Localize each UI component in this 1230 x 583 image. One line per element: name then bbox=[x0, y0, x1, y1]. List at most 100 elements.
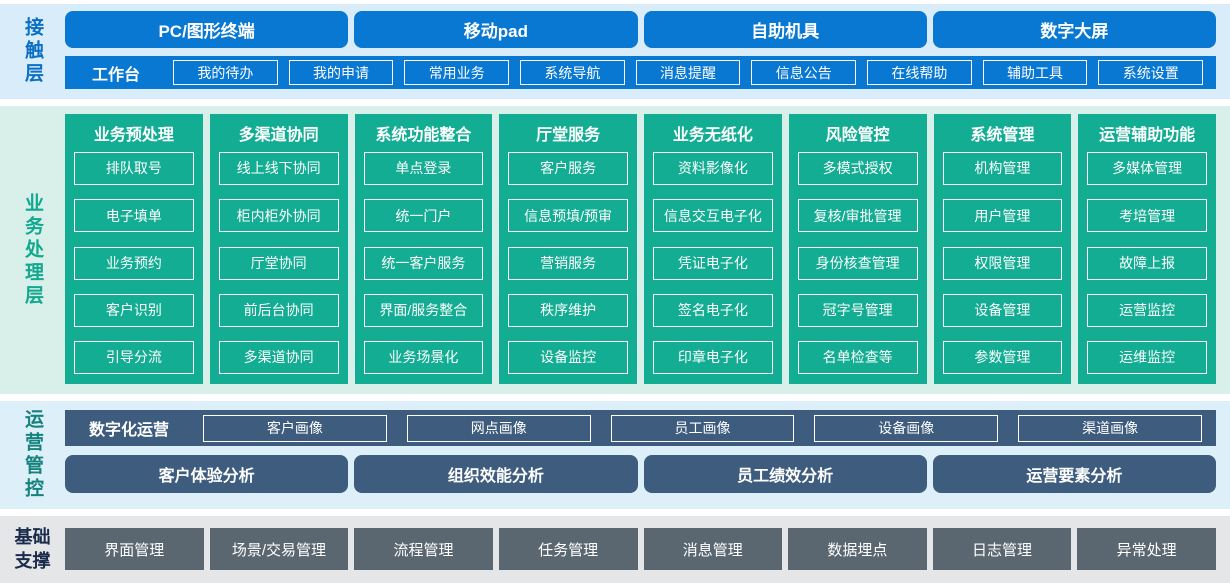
fnd-item-interface-mgmt: 界面管理 bbox=[65, 528, 204, 570]
column-risk-control: 风险管控 多模式授权 复核/审批管理 身份核查管理 冠字号管理 名单检查等 bbox=[788, 114, 927, 384]
biz-item-online-offline-collab: 线上线下协同 bbox=[218, 152, 339, 185]
biz-item-customer-identification: 客户识别 bbox=[74, 293, 194, 327]
terminal-row: PC/图形终端 移动pad 自助机具 数字大屏 bbox=[65, 11, 1216, 48]
digital-operations-label: 数字化运营 bbox=[89, 422, 170, 439]
biz-item-order-maintenance: 秩序维护 bbox=[508, 293, 628, 327]
biz-item-electronic-voucher: 凭证电子化 bbox=[653, 246, 773, 280]
biz-item-multimedia-mgmt: 多媒体管理 bbox=[1087, 152, 1207, 185]
column-title: 业务预处理 bbox=[93, 127, 174, 144]
fnd-item-process-mgmt: 流程管理 bbox=[354, 528, 493, 570]
biz-item-operation-monitoring: 运营监控 bbox=[1087, 293, 1207, 327]
fnd-item-task-mgmt: 任务管理 bbox=[498, 528, 638, 570]
biz-item-guided-diversion: 引导分流 bbox=[74, 341, 194, 374]
biz-item-multichannel-collab: 多渠道协同 bbox=[218, 341, 339, 374]
workbench-item-my-applications: 我的申请 bbox=[288, 60, 394, 85]
column-multichannel-collaboration: 多渠道协同 线上线下协同 柜内柜外协同 厅堂协同 前后台协同 多渠道协同 bbox=[209, 114, 348, 384]
biz-item-maintenance-monitoring: 运维监控 bbox=[1087, 341, 1207, 374]
column-title: 系统管理 bbox=[970, 127, 1035, 144]
contact-layer-section: 接触层 PC/图形终端 移动pad 自助机具 数字大屏 工作台 我的待办 我的申… bbox=[0, 4, 1230, 99]
operations-layer-label-col: 运营管控 bbox=[0, 401, 65, 509]
workbench-item-message-reminder: 消息提醒 bbox=[635, 60, 741, 85]
biz-item-identity-verification: 身份核查管理 bbox=[797, 246, 918, 280]
fnd-item-message-mgmt: 消息管理 bbox=[643, 528, 783, 570]
column-paperless-business: 业务无纸化 资料影像化 信息交互电子化 凭证电子化 签名电子化 印章电子化 bbox=[644, 114, 782, 384]
biz-item-unified-portal: 统一门户 bbox=[363, 199, 484, 233]
workbench-item-online-help: 在线帮助 bbox=[867, 60, 972, 85]
column-lobby-service: 厅堂服务 客户服务 信息预填/预审 营销服务 秩序维护 设备监控 bbox=[499, 114, 637, 384]
fnd-item-exception-handling: 异常处理 bbox=[1077, 528, 1216, 570]
operations-layer-section: 运营管控 数字化运营 客户画像 网点画像 员工画像 设备画像 渠道画像 客户体验… bbox=[0, 401, 1230, 509]
column-operation-auxiliary: 运营辅助功能 多媒体管理 考培管理 故障上报 运营监控 运维监控 bbox=[1078, 114, 1216, 384]
portrait-branch: 网点画像 bbox=[406, 414, 591, 442]
terminal-self-service: 自助机具 bbox=[643, 11, 927, 48]
fnd-item-data-tracking: 数据埋点 bbox=[788, 528, 927, 570]
biz-item-serial-number-mgmt: 冠字号管理 bbox=[797, 293, 918, 327]
terminal-pc: PC/图形终端 bbox=[65, 11, 349, 48]
workbench-item-common-business: 常用业务 bbox=[404, 60, 510, 85]
biz-item-fault-reporting: 故障上报 bbox=[1087, 246, 1207, 280]
analysis-employee-performance: 员工绩效分析 bbox=[643, 455, 927, 493]
biz-item-business-reservation: 业务预约 bbox=[74, 246, 194, 280]
foundation-layer-section: 基础支撑 界面管理 场景/交易管理 流程管理 任务管理 消息管理 数据埋点 日志… bbox=[0, 516, 1230, 583]
foundation-layer-label: 基础支撑 bbox=[14, 527, 51, 571]
contact-layer-label-col: 接触层 bbox=[0, 4, 65, 99]
biz-item-permission-mgmt: 权限管理 bbox=[942, 246, 1063, 280]
workbench-item-system-settings: 系统设置 bbox=[1098, 60, 1204, 85]
biz-item-ui-service-integration: 界面/服务整合 bbox=[363, 293, 484, 327]
biz-item-equipment-mgmt: 设备管理 bbox=[942, 293, 1063, 327]
fnd-item-scenario-transaction-mgmt: 场景/交易管理 bbox=[209, 528, 349, 570]
biz-item-lobby-collab: 厅堂协同 bbox=[218, 246, 339, 280]
fnd-item-log-mgmt: 日志管理 bbox=[932, 528, 1072, 570]
workbench-bar: 工作台 我的待办 我的申请 常用业务 系统导航 消息提醒 信息公告 在线帮助 辅… bbox=[65, 56, 1216, 89]
biz-item-training-mgmt: 考培管理 bbox=[1087, 199, 1207, 233]
column-title: 厅堂服务 bbox=[536, 127, 601, 144]
biz-item-single-sign-on: 单点登录 bbox=[363, 152, 484, 185]
business-layer-label-col: 业务处理层 bbox=[0, 106, 65, 394]
workbench-item-auxiliary-tools: 辅助工具 bbox=[982, 60, 1088, 85]
biz-item-counter-collab: 柜内柜外协同 bbox=[218, 199, 339, 233]
analysis-operation-elements: 运营要素分析 bbox=[932, 455, 1216, 493]
business-layer-section: 业务处理层 业务预处理 排队取号 电子填单 业务预约 客户识别 引导分流 多渠道… bbox=[0, 106, 1230, 394]
biz-item-parameter-mgmt: 参数管理 bbox=[942, 341, 1063, 374]
portrait-employee: 员工画像 bbox=[610, 414, 795, 442]
column-business-preprocessing: 业务预处理 排队取号 电子填单 业务预约 客户识别 引导分流 bbox=[65, 114, 203, 384]
biz-item-review-approval: 复核/审批管理 bbox=[797, 199, 918, 233]
analysis-customer-experience: 客户体验分析 bbox=[65, 455, 349, 493]
biz-item-marketing-service: 营销服务 bbox=[508, 246, 628, 280]
digital-operations-bar: 数字化运营 客户画像 网点画像 员工画像 设备画像 渠道画像 bbox=[65, 410, 1216, 446]
portrait-equipment: 设备画像 bbox=[814, 414, 999, 442]
terminal-digital-screen: 数字大屏 bbox=[932, 11, 1216, 48]
column-title: 运营辅助功能 bbox=[1099, 127, 1196, 144]
biz-item-front-back-collab: 前后台协同 bbox=[218, 293, 339, 327]
column-system-management: 系统管理 机构管理 用户管理 权限管理 设备管理 参数管理 bbox=[933, 114, 1072, 384]
workbench-item-my-todo: 我的待办 bbox=[173, 60, 278, 85]
biz-item-queue-number: 排队取号 bbox=[74, 152, 194, 185]
analysis-organizational-efficiency: 组织效能分析 bbox=[354, 455, 638, 493]
portrait-channel: 渠道画像 bbox=[1018, 414, 1202, 442]
workbench-item-system-navigation: 系统导航 bbox=[520, 60, 625, 85]
analysis-row: 客户体验分析 组织效能分析 员工绩效分析 运营要素分析 bbox=[65, 455, 1216, 493]
terminal-mobile-pad: 移动pad bbox=[354, 11, 638, 48]
biz-item-user-mgmt: 用户管理 bbox=[942, 199, 1063, 233]
biz-item-info-prefill-review: 信息预填/预审 bbox=[508, 199, 628, 233]
biz-item-device-monitoring: 设备监控 bbox=[508, 341, 628, 374]
biz-item-list-checking: 名单检查等 bbox=[797, 341, 918, 374]
column-title: 多渠道协同 bbox=[238, 127, 319, 144]
column-title: 业务无纸化 bbox=[672, 127, 753, 144]
biz-item-electronic-info-exchange: 信息交互电子化 bbox=[653, 199, 773, 233]
biz-item-business-scenario: 业务场景化 bbox=[363, 341, 484, 374]
column-title: 系统功能整合 bbox=[375, 127, 472, 144]
biz-item-unified-customer-service: 统一客户服务 bbox=[363, 246, 484, 280]
biz-item-electronic-form: 电子填单 bbox=[74, 199, 194, 233]
contact-layer-label: 接触层 bbox=[22, 17, 43, 86]
foundation-layer-label-col: 基础支撑 bbox=[0, 516, 65, 583]
workbench-item-info-bulletin: 信息公告 bbox=[751, 60, 857, 85]
biz-item-organization-mgmt: 机构管理 bbox=[942, 152, 1063, 185]
biz-item-document-imaging: 资料影像化 bbox=[653, 152, 773, 185]
biz-item-multimode-authorization: 多模式授权 bbox=[797, 152, 918, 185]
business-layer-label: 业务处理层 bbox=[22, 192, 43, 308]
column-title: 风险管控 bbox=[825, 127, 890, 144]
business-columns: 业务预处理 排队取号 电子填单 业务预约 客户识别 引导分流 多渠道协同 线上线… bbox=[65, 106, 1216, 394]
biz-item-electronic-signature: 签名电子化 bbox=[653, 293, 773, 327]
foundation-items-row: 界面管理 场景/交易管理 流程管理 任务管理 消息管理 数据埋点 日志管理 异常… bbox=[65, 528, 1216, 570]
